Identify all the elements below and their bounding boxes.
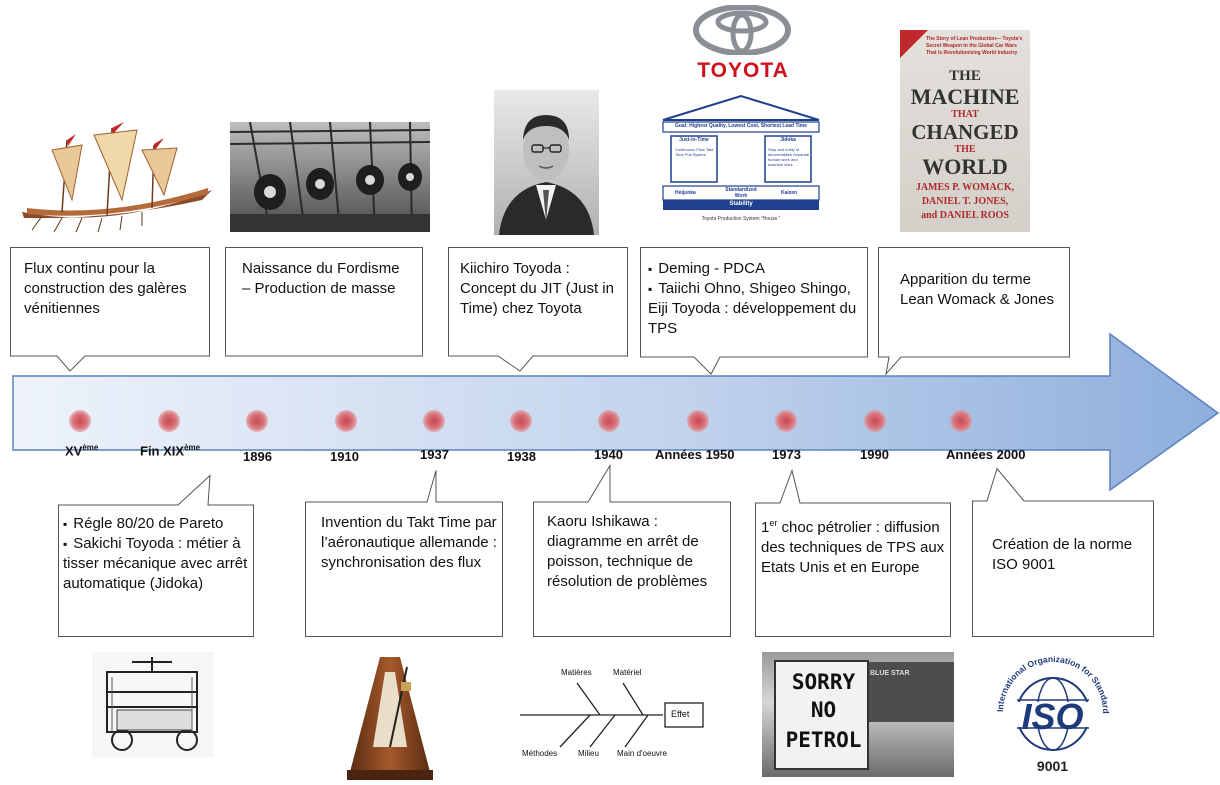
tps-caption: Toyota Production System "House." [701,216,781,222]
toyota-wordmark: TOYOTA [697,59,789,82]
kiichiro-portrait-image [494,90,599,235]
iso-logo: International Organization for Standardi… [985,650,1120,780]
callout-pareto-item: Sakichi Toyoda : métier à tisser mécaniq… [63,534,253,594]
book-title-world: WORLD [922,154,1008,179]
callout-deming: Deming - PDCA Taiichi Ohno, Shigeo Shing… [640,247,868,375]
book-author: DANIEL T. JONES, [921,196,1009,207]
year-label: 1990 [860,447,889,462]
timeline-marker [510,410,532,432]
metronome-image [347,657,433,780]
timeline-marker [864,410,886,432]
callout-fordisme-text: Naissance du Fordisme – Production de ma… [242,260,400,297]
iso-globe-icon: International Organization for Standardi… [985,650,1111,751]
callout-pareto: Régle 80/20 de Pareto Sakichi Toyoda : m… [58,474,254,637]
callout-kiichiro: Kiichiro Toyoda : Concept du JIT (Just i… [448,247,628,372]
sorry-sign: SORRY NO PETROL [774,660,869,770]
callout-lean-text: Apparition du terme Lean Womack & Jones [900,271,1054,308]
no-petrol-photo: BLUE STAR SORRY NO PETROL [762,652,954,777]
year-label: Années 2000 [946,447,1026,462]
tps-pillar-jidoka: Jidoka [780,137,796,143]
book-cover-image: The Story of Lean Production— Toyota's S… [900,30,1030,232]
year-label: XVème [65,443,99,459]
petrol-station-building [867,662,954,722]
year-label: 1938 [507,449,536,464]
book-title-machine: MACHINE [910,84,1020,109]
loom-image [92,652,214,757]
timeline-marker [775,410,797,432]
tps-pillar-jit-text: Continuous Flow Takt Time Pull System [675,147,714,157]
iso-logo-text: ISO [1021,696,1084,737]
timeline-marker [158,410,180,432]
book-title-changed: CHANGED [911,120,1019,144]
timeline-marker [69,410,91,432]
book-title-the2: THE [954,144,976,155]
book-corner-badge [900,30,928,58]
year-label: Fin XIXème [140,443,201,459]
tps-pillar-jidoka-text: Stop and notify of abnormalities Separat… [768,147,810,167]
timeline-marker [598,410,620,432]
timeline-marker [246,410,268,432]
fishbone-effet: Effet [671,709,690,719]
tps-heijunka: Heijunka [675,190,696,196]
book-title-that: THAT [951,109,979,120]
callout-deming-item: Taiichi Ohno, Shigeo Shingo, Eiji Toyoda… [648,279,863,339]
book-author: and DANIEL ROOS [921,210,1009,221]
tps-kaizen: Kaizen [781,190,798,196]
book-tagline: The Story of Lean Production— Toyota's S… [926,36,1023,56]
book-author: JAMES P. WOMACK, [915,182,1015,193]
year-label: Années 1950 [655,447,735,462]
callout-iso-text: Création de la norme ISO 9001 [992,536,1133,573]
callout-galeres: Flux continu pour la construction des ga… [10,247,210,372]
callout-iso: Création de la norme ISO 9001 [972,467,1154,637]
year-label: 1910 [330,449,359,464]
year-label: 1940 [594,447,623,462]
callout-ishikawa: Kaoru Ishikawa : diagramme en arrêt de p… [533,463,731,637]
sign-line3: PETROL [785,728,862,752]
callout-choc-text: 1er choc pétrolier : diffusion des techn… [761,518,945,576]
callout-takt: Invention du Takt Time par l’aéronautiqu… [305,470,503,637]
year-label: 1896 [243,449,272,464]
fishbone-materiel: Matériel [613,668,642,677]
fishbone-diagram: Matières Matériel Effet Méthodes Milieu … [515,665,705,765]
toyota-emblem-icon [693,4,791,56]
petrol-station-store: BLUE STAR [870,670,910,677]
fishbone-matieres: Matières [561,668,592,677]
tps-roof-text: Goal: Highest Quality, Lowest Cost, Shor… [674,123,808,129]
tps-stability: Stability [729,201,753,207]
fishbone-milieu: Milieu [578,749,599,758]
tps-house-diagram: Goal: Highest Quality, Lowest Cost, Shor… [655,92,827,232]
callout-choc: 1er choc pétrolier : diffusion des techn… [755,468,951,637]
venetian-galley-image [22,122,212,233]
fishbone-methodes: Méthodes [522,749,558,758]
callout-takt-text: Invention du Takt Time par l’aéronautiqu… [321,514,497,571]
timeline-marker [335,410,357,432]
sign-line1: SORRY [791,670,856,694]
callout-deming-item: Deming - PDCA [648,259,863,279]
toyota-logo: TOYOTA [690,4,795,83]
callout-lean: Apparition du terme Lean Womack & Jones [878,247,1070,376]
book-title-the: THE [949,68,981,84]
callout-kiichiro-text: Kiichiro Toyoda : Concept du JIT (Just i… [460,260,614,317]
year-label: 1937 [420,447,449,462]
callout-pareto-item: Régle 80/20 de Pareto [63,514,253,534]
callout-galeres-text: Flux continu pour la construction des ga… [24,260,187,317]
fishbone-main: Main d'oeuvre [617,749,667,758]
iso-number: 9001 [1036,758,1069,774]
tps-pillar-jit: Just-in-Time [679,137,709,143]
timeline-marker [687,410,709,432]
timeline-marker [950,410,972,432]
timeline-marker [423,410,445,432]
sign-line2: NO [810,698,837,722]
ford-factory-image [230,122,430,232]
tps-standardized: Standardized Work [725,187,757,199]
callout-fordisme: Naissance du Fordisme – Production de ma… [225,247,423,357]
callout-ishikawa-text: Kaoru Ishikawa : diagramme en arrêt de p… [547,513,708,590]
year-label: 1973 [772,447,801,462]
